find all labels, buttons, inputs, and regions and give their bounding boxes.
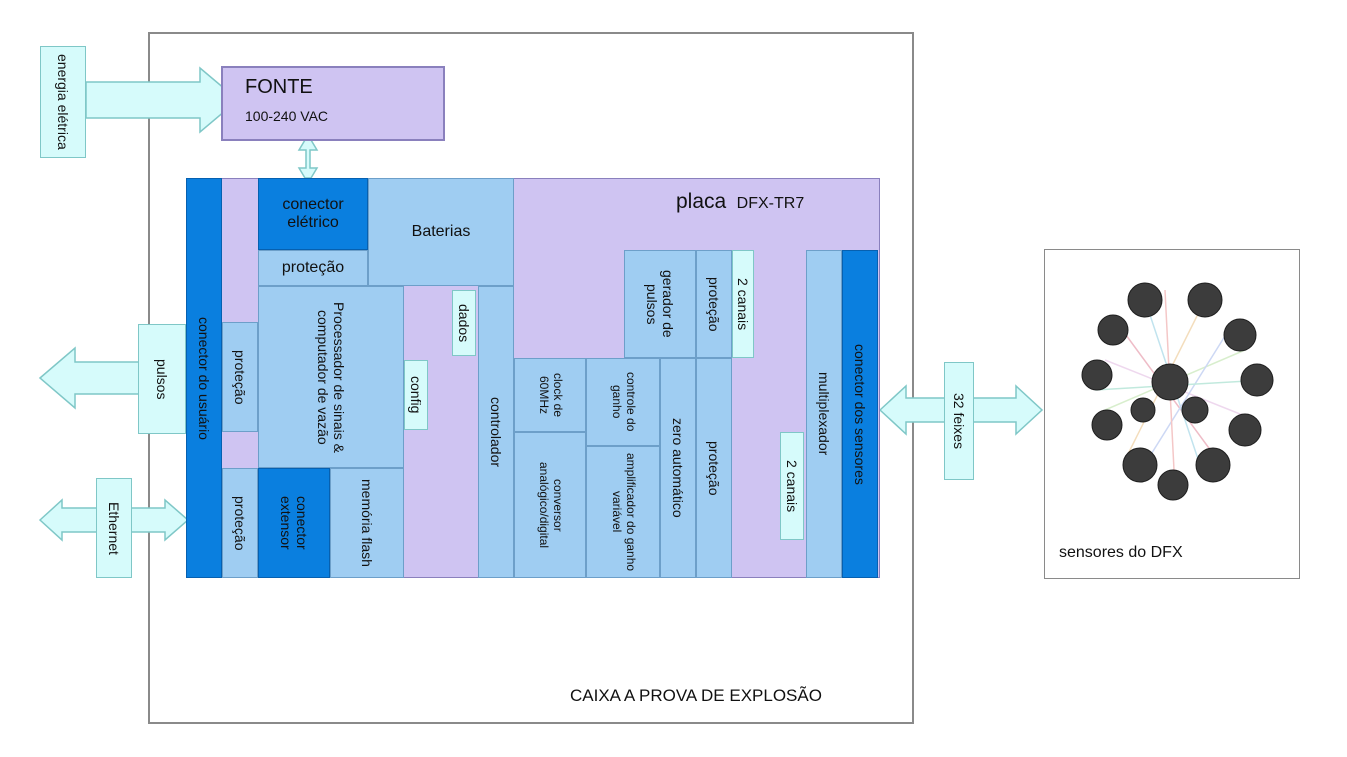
feixes-text: 32 feixes bbox=[951, 392, 967, 450]
fonte-box: FONTE 100-240 VAC bbox=[221, 66, 445, 141]
sensores-box: sensores do DFX bbox=[1044, 249, 1300, 579]
dados-text: dados bbox=[456, 303, 472, 343]
protecao-pulsos: proteção bbox=[222, 322, 258, 432]
amplificador: amplificador do ganho variável bbox=[586, 446, 660, 578]
controlador-text: controlador bbox=[488, 396, 504, 468]
conector-extensor: conector extensor bbox=[258, 468, 330, 578]
canais-top-label: 2 canais bbox=[732, 250, 754, 358]
memoria-flash-text: memória flash bbox=[359, 479, 376, 567]
canais-top-text: 2 canais bbox=[735, 277, 751, 331]
protecao-fonte: proteção bbox=[258, 250, 368, 286]
amplificador-text: amplificador do ganho variável bbox=[610, 452, 638, 572]
arrow-fonte-board bbox=[297, 139, 319, 179]
feixes-label: 32 feixes bbox=[944, 362, 974, 480]
ethernet-label: Ethernet bbox=[96, 478, 132, 578]
board-title-text: placa bbox=[676, 190, 727, 213]
conector-extensor-text: conector extensor bbox=[278, 496, 311, 550]
conector-usuario: conector do usuário bbox=[186, 178, 222, 578]
energia-text: energia elétrica bbox=[55, 54, 72, 150]
fonte-title: FONTE bbox=[245, 76, 313, 98]
canais-bottom-label: 2 canais bbox=[780, 432, 804, 540]
controle-ganho: controle do ganho bbox=[586, 358, 660, 446]
multiplexador: multiplexador bbox=[806, 250, 842, 578]
config-text: config bbox=[408, 376, 424, 414]
protecao-transmissao-text: proteção bbox=[706, 276, 722, 332]
protecao-transmissao: proteção bbox=[696, 250, 732, 358]
protecao-recepcao-text: proteção bbox=[706, 440, 722, 496]
protecao-recepcao: proteção bbox=[696, 358, 732, 578]
board-model-text: DFX-TR7 bbox=[736, 195, 805, 212]
conector-eletrico: conector elétrico bbox=[258, 178, 368, 250]
dados-label: dados bbox=[452, 290, 476, 356]
conector-sensores-text: conector dos sensores bbox=[852, 343, 868, 485]
fonte-subtitle: 100-240 VAC bbox=[245, 108, 329, 124]
pulsos-label: pulsos bbox=[138, 324, 186, 434]
energia-label: energia elétrica bbox=[40, 46, 86, 158]
zero-automatico-text: zero automático bbox=[670, 418, 686, 518]
arrow-energia bbox=[85, 66, 240, 134]
baterias-text: Baterias bbox=[411, 223, 471, 240]
multiplexador-text: multiplexador bbox=[816, 372, 832, 456]
clock-text: clock de 60MHz bbox=[537, 372, 565, 418]
conector-eletrico-text: conector elétrico bbox=[282, 195, 344, 231]
controlador: controlador bbox=[478, 286, 514, 578]
protecao-pulsos-text: proteção bbox=[232, 349, 248, 405]
protecao-ethernet: proteção bbox=[222, 468, 258, 578]
gerador-pulsos: gerador de pulsos bbox=[624, 250, 696, 358]
config-label: config bbox=[404, 360, 428, 430]
protecao-fonte-text: proteção bbox=[281, 259, 345, 276]
conversor-text: conversor analógico/digital bbox=[537, 461, 565, 549]
gerador-pulsos-text: gerador de pulsos bbox=[644, 270, 677, 338]
conversor: conversor analógico/digital bbox=[514, 432, 586, 578]
sensores-label: sensores do DFX bbox=[1059, 544, 1183, 561]
conector-sensores: conector dos sensores bbox=[842, 250, 878, 578]
protecao-ethernet-text: proteção bbox=[232, 495, 248, 551]
memoria-flash: memória flash bbox=[330, 468, 404, 578]
zero-automatico: zero automático bbox=[660, 358, 696, 578]
canais-bottom-text: 2 canais bbox=[784, 459, 800, 513]
processador-text: Processador de sinais & computador de va… bbox=[315, 301, 348, 453]
processador: Processador de sinais & computador de va… bbox=[258, 286, 404, 468]
baterias: Baterias bbox=[368, 178, 514, 286]
enclosure-label: CAIXA A PROVA DE EXPLOSÃO bbox=[570, 686, 822, 705]
ethernet-text: Ethernet bbox=[106, 501, 122, 555]
clock: clock de 60MHz bbox=[514, 358, 586, 432]
board-title: placa DFX-TR7 bbox=[676, 190, 804, 214]
pulsos-text: pulsos bbox=[154, 358, 170, 400]
conector-usuario-text: conector do usuário bbox=[196, 316, 212, 440]
sensor-array-image bbox=[1081, 282, 1274, 501]
controle-ganho-text: controle do ganho bbox=[610, 372, 638, 432]
